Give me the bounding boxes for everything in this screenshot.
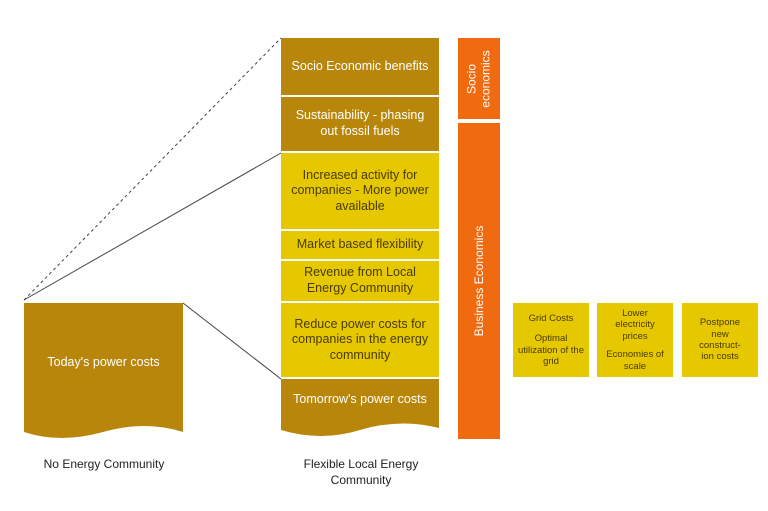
socio-economics-bar: Socio economics (458, 38, 500, 119)
connector-to-increased-activity (23, 152, 282, 301)
stack-label: Sustainability - phasing out fossil fuel… (295, 108, 425, 138)
todays-power-costs-label: Today's power costs (47, 355, 160, 370)
grid-costs-box: Grid Costs Optimal utilization of the gr… (513, 303, 589, 377)
grid-costs-title: Grid Costs (528, 312, 574, 324)
postpone-construction-text: Postpone new construct-ion costs (699, 317, 741, 363)
tomorrow-cost-wave (281, 418, 439, 436)
stack-sustainability: Sustainability - phasing out fossil fuel… (281, 97, 439, 151)
stack-tomorrows-power-costs: Tomorrow's power costs (281, 379, 439, 420)
stack-reduce-power-costs: Reduce power costs for companies in the … (281, 303, 439, 377)
grid-costs-detail: Optimal utilization of the grid (517, 333, 584, 367)
caption-flexible-local-energy-community: Flexible Local Energy Community (303, 457, 419, 488)
stack-increased-activity: Increased activity for companies - More … (281, 153, 439, 229)
stack-label: Revenue from Local Energy Community (304, 265, 416, 295)
lower-prices-title: Lower electricity prices (615, 308, 655, 342)
business-economics-bar: Business Economics (458, 123, 500, 439)
stack-market-flexibility: Market based flexibility (281, 231, 439, 259)
stack-label: Market based flexibility (296, 237, 424, 252)
dashed-top-connector (23, 37, 282, 301)
connector-to-tomorrow (182, 302, 282, 380)
business-economics-label: Business Economics (471, 225, 486, 337)
caption-no-energy-community: No Energy Community (43, 457, 165, 471)
stack-socio-economic-benefits: Socio Economic benefits (281, 38, 439, 95)
postpone-construction-box: Postpone new construct-ion costs (682, 303, 758, 377)
todays-power-costs-block: Today's power costs (24, 303, 183, 423)
stack-label: Socio Economic benefits (291, 58, 429, 73)
stack-label: Reduce power costs for companies in the … (291, 316, 429, 362)
lower-electricity-prices-box: Lower electricity prices Economies of sc… (597, 303, 673, 377)
stack-label: Tomorrow's power costs (293, 391, 427, 406)
lower-prices-detail: Economies of scale (606, 349, 664, 372)
stack-revenue-local-community: Revenue from Local Energy Community (281, 261, 439, 301)
socio-economics-label: Socio economics (464, 49, 493, 108)
stack-label: Increased activity for companies - More … (291, 167, 429, 213)
